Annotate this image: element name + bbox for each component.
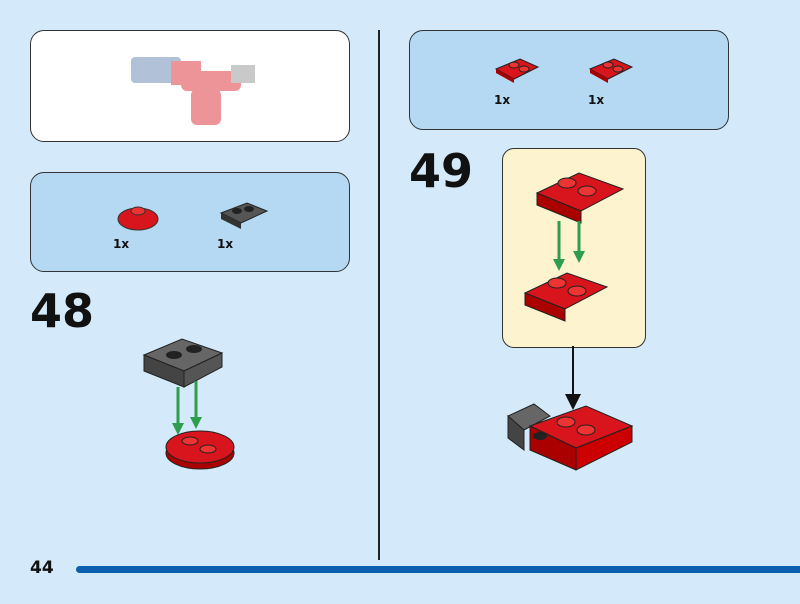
part-qty: 1x xyxy=(494,93,511,107)
part-qty: 1x xyxy=(588,93,605,107)
green-arrows xyxy=(172,381,202,435)
sub-assembly-diagram xyxy=(523,172,625,322)
step-number: 49 xyxy=(409,144,474,198)
assembly-preview-image xyxy=(131,57,255,125)
red-handle-plate-icon xyxy=(588,58,634,83)
parts-list-step-48: 1x 1x xyxy=(30,172,350,272)
part-qty: 1x xyxy=(217,237,234,251)
parts-list-step-49: 1x 1x xyxy=(409,30,729,130)
red-round-plate-icon xyxy=(117,206,159,231)
black-arrow-icon xyxy=(565,394,581,410)
step-49-assembly-diagram xyxy=(507,346,634,471)
page-number: 44 xyxy=(30,558,54,578)
gray-clip-plate-icon xyxy=(219,202,269,229)
part-qty: 1x xyxy=(113,237,130,251)
red-handle-plate-icon xyxy=(494,58,540,83)
step-48-assembly-diagram xyxy=(142,338,235,470)
step-number: 48 xyxy=(30,284,95,338)
previous-model-preview xyxy=(30,30,350,142)
column-divider xyxy=(378,30,380,560)
page-footer-bar xyxy=(76,566,800,573)
sub-assembly-callout xyxy=(502,148,646,348)
